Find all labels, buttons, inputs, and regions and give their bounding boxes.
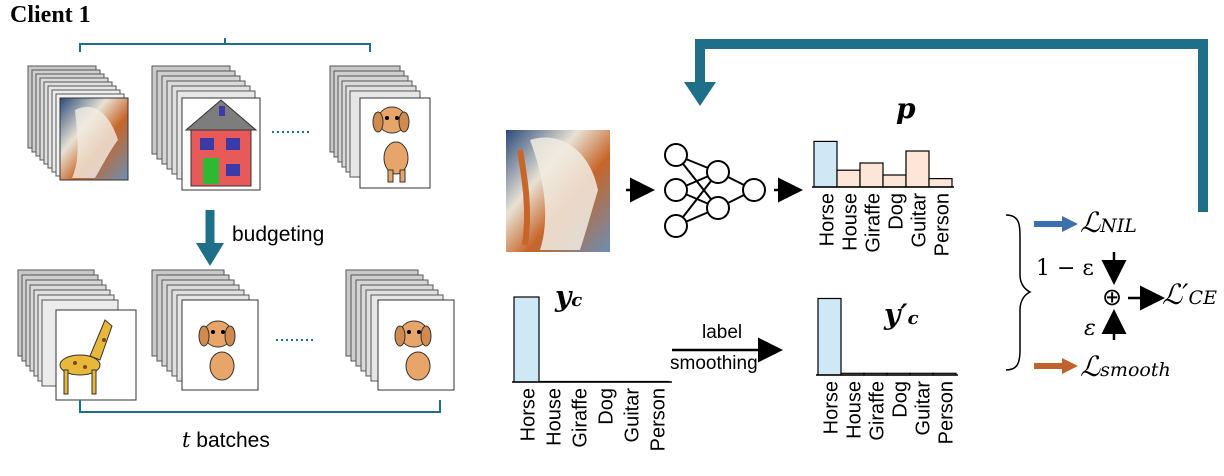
dog-image [372,106,410,183]
bar-dog [882,174,907,188]
stack-top-3 [329,65,431,189]
house-image [184,99,258,187]
p-label: p [896,92,916,125]
dog-image-2 [198,320,236,381]
yc-label: yc [555,280,583,313]
bottom-bracket [79,400,441,413]
tick-label-horse: Horse [518,388,540,441]
curly-brace [1005,214,1032,371]
tick-label-horse: Horse [817,193,839,246]
tick-label-guitar: Guitar [622,388,644,443]
bar-giraffe [859,162,884,188]
tick-label-person: Person [932,193,954,256]
tick-label-person: Person [648,388,670,451]
stack-top-2 [151,65,261,191]
tick-label-giraffe: Giraffe [867,381,889,441]
stack-bottom-3 [345,269,455,391]
bar-house [836,169,861,188]
loss-smooth: ℒsmooth [1080,350,1171,383]
top-bracket [79,38,371,52]
smooth-arrow [1062,358,1078,374]
tick-label-guitar: Guitar [909,193,931,248]
client-title: Client 1 [10,2,91,28]
loss-nil: ℒNIL [1080,206,1137,239]
dog-image-3 [394,320,432,381]
tick-label-house: House [844,381,866,439]
oplus-icon: ⊕ [1102,283,1123,311]
tick-label-dog: Dog [596,388,618,425]
batches-label: t batches [182,428,270,452]
loss-ce: ℒ′CE [1162,278,1217,311]
stack-bottom-1 [17,269,137,401]
main-horse-image [506,130,610,252]
bar-person [928,178,953,188]
stack-top-1 [27,65,129,181]
one-minus-epsilon: 1 − ε [1036,256,1094,281]
stack-bottom-2 [151,269,259,391]
tick-label-person: Person [936,381,958,444]
giraffe-image [59,319,113,395]
bar-horse [813,140,838,188]
label-smoothing-line2: smoothing [670,353,758,374]
bar-horse [817,297,842,376]
tick-label-horse: Horse [821,381,843,434]
budgeting-label: budgeting [232,223,325,246]
budgeting-arrow [196,243,224,266]
feedback-arrow [695,39,1208,212]
bar-horse [513,296,540,383]
tick-label-giraffe: Giraffe [570,388,592,448]
ypc-label: y′c [884,298,919,331]
label-smoothing-line1: label [702,322,743,343]
bar-guitar [905,150,930,188]
neural-network-icon [664,143,766,238]
nil-arrow [1062,216,1078,232]
epsilon: ε [1084,316,1096,341]
tick-label-giraffe: Giraffe [863,193,885,253]
tick-label-house: House [840,193,862,251]
tick-label-dog: Dog [886,193,908,230]
tick-label-house: House [544,388,566,446]
tick-label-guitar: Guitar [913,381,935,436]
tick-label-dog: Dog [890,381,912,418]
